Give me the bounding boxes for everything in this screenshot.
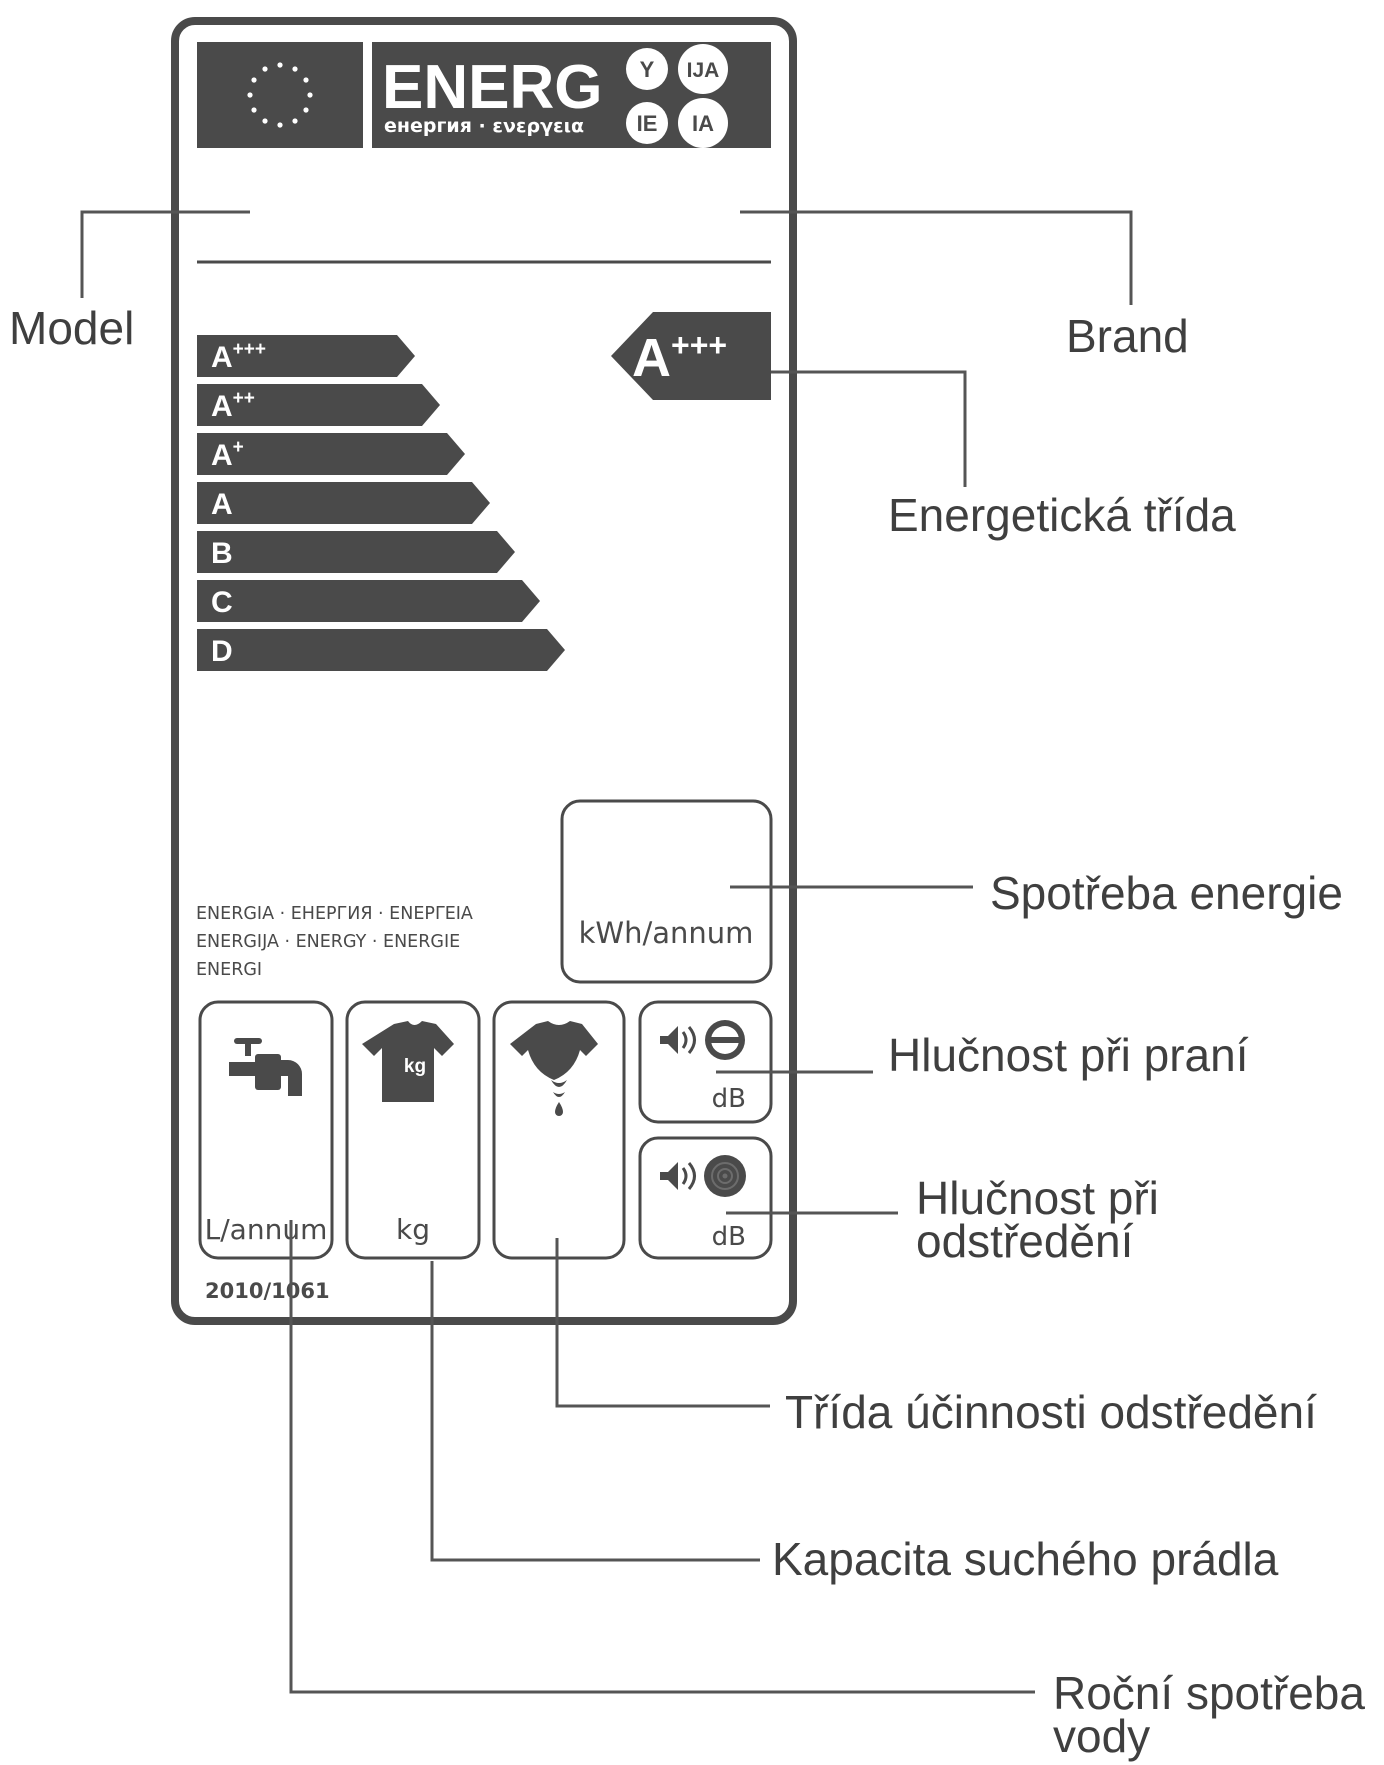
rated-class-value: A+++: [632, 327, 727, 388]
speaker-icon: [660, 1162, 696, 1190]
leader-energy-class: [771, 370, 967, 487]
scale-label-7: D: [211, 635, 233, 668]
energy-words-line-3: ENERGI: [196, 960, 262, 980]
callout-noise-spinning-line-2: odstředění: [916, 1215, 1134, 1267]
energ-suffix-ia: IA: [692, 111, 714, 136]
leader-water: [289, 1220, 1035, 1694]
eu-flag-icon: [197, 42, 363, 148]
scale-arrow-3: [197, 433, 465, 475]
energ-suffix-ie: IE: [637, 111, 658, 136]
scale-label-2: A++: [211, 388, 255, 423]
eu-star: [262, 118, 268, 124]
energ-header: ENERG енергия · ενεργεια Y IJA IE IA: [372, 42, 771, 148]
leader-spin-class: [555, 1238, 770, 1408]
eu-star: [247, 92, 253, 98]
shirt-kg-text: kg: [404, 1056, 426, 1077]
scale-arrow-7: [197, 629, 565, 671]
energ-suffix-y: Y: [640, 57, 655, 82]
eu-star: [307, 92, 313, 98]
scale-label-4: A: [211, 488, 233, 521]
callout-model: Model: [9, 302, 135, 354]
leader-lines: [80, 210, 1133, 1694]
rated-class-arrow: A+++: [611, 312, 771, 400]
shirt-kg-icon: kg: [362, 1021, 454, 1102]
water-tap-icon: [229, 1038, 302, 1096]
eu-star: [277, 62, 283, 68]
energ-suffix-ija: IJA: [687, 59, 720, 82]
regulation-number: 2010/1061: [205, 1279, 330, 1303]
eu-star: [292, 66, 298, 72]
leader-brand: [740, 210, 1133, 305]
callout-brand: Brand: [1066, 310, 1189, 362]
eu-star: [262, 66, 268, 72]
eu-star: [303, 107, 309, 113]
scale-label-6: C: [211, 586, 233, 619]
energy-unit: kWh/annum: [579, 916, 754, 950]
scale-arrow-4: [197, 482, 490, 524]
noise-spinning-unit: dB: [712, 1222, 746, 1252]
eu-star: [277, 122, 283, 128]
speaker-icon: [660, 1026, 696, 1054]
scale-label-5: B: [211, 537, 233, 570]
energy-words-line-1: ENERGIA · ЕНЕРГИЯ · ΕΝΕΡΓΕΙΑ: [196, 904, 473, 924]
scale-arrow-5: [197, 531, 515, 573]
callout-water-line-1: Roční spotřeba: [1053, 1667, 1365, 1719]
energ-subtitle: енергия · ενεργεια: [384, 115, 584, 137]
noise-washing-box: [638, 1000, 773, 1124]
spin-shirt-icon: [510, 1021, 598, 1116]
scale-arrow-2: [197, 384, 440, 426]
scale-label-1: A+++: [211, 339, 266, 374]
leader-model: [80, 210, 250, 298]
scale-arrow-6: [197, 580, 540, 622]
leader-capacity: [430, 1261, 760, 1562]
eu-star: [303, 77, 309, 83]
water-unit: L/annum: [205, 1213, 328, 1246]
energy-consumption-box: [560, 799, 773, 984]
callout-water-line-2: vody: [1053, 1710, 1151, 1762]
callout-spin-class: Třída účinnosti odstředění: [785, 1386, 1317, 1438]
spin-class-box: [492, 1000, 626, 1260]
eu-star: [251, 107, 257, 113]
wash-drum-icon: [705, 1020, 745, 1060]
callout-capacity: Kapacita suchého prádla: [772, 1533, 1279, 1585]
scale-label-3: A+: [211, 437, 244, 472]
callout-noise-washing: Hlučnost při praní: [888, 1029, 1249, 1081]
callout-noise-spinning-line-1: Hlučnost při: [916, 1172, 1159, 1224]
spin-drum-icon: [704, 1155, 746, 1197]
capacity-box: [345, 1000, 481, 1260]
energ-word: ENERG: [382, 53, 602, 122]
callout-energy-consumption: Spotřeba energie: [990, 867, 1343, 919]
noise-spinning-box: [638, 1136, 773, 1260]
callout-energy-class: Energetická třída: [888, 489, 1236, 541]
scale-arrow-1: [197, 335, 415, 377]
eu-star: [292, 118, 298, 124]
capacity-unit: kg: [396, 1213, 430, 1246]
energy-words-line-2: ENERGIJA · ENERGY · ENERGIE: [196, 932, 460, 952]
eu-star: [251, 77, 257, 83]
noise-washing-unit: dB: [712, 1084, 746, 1114]
